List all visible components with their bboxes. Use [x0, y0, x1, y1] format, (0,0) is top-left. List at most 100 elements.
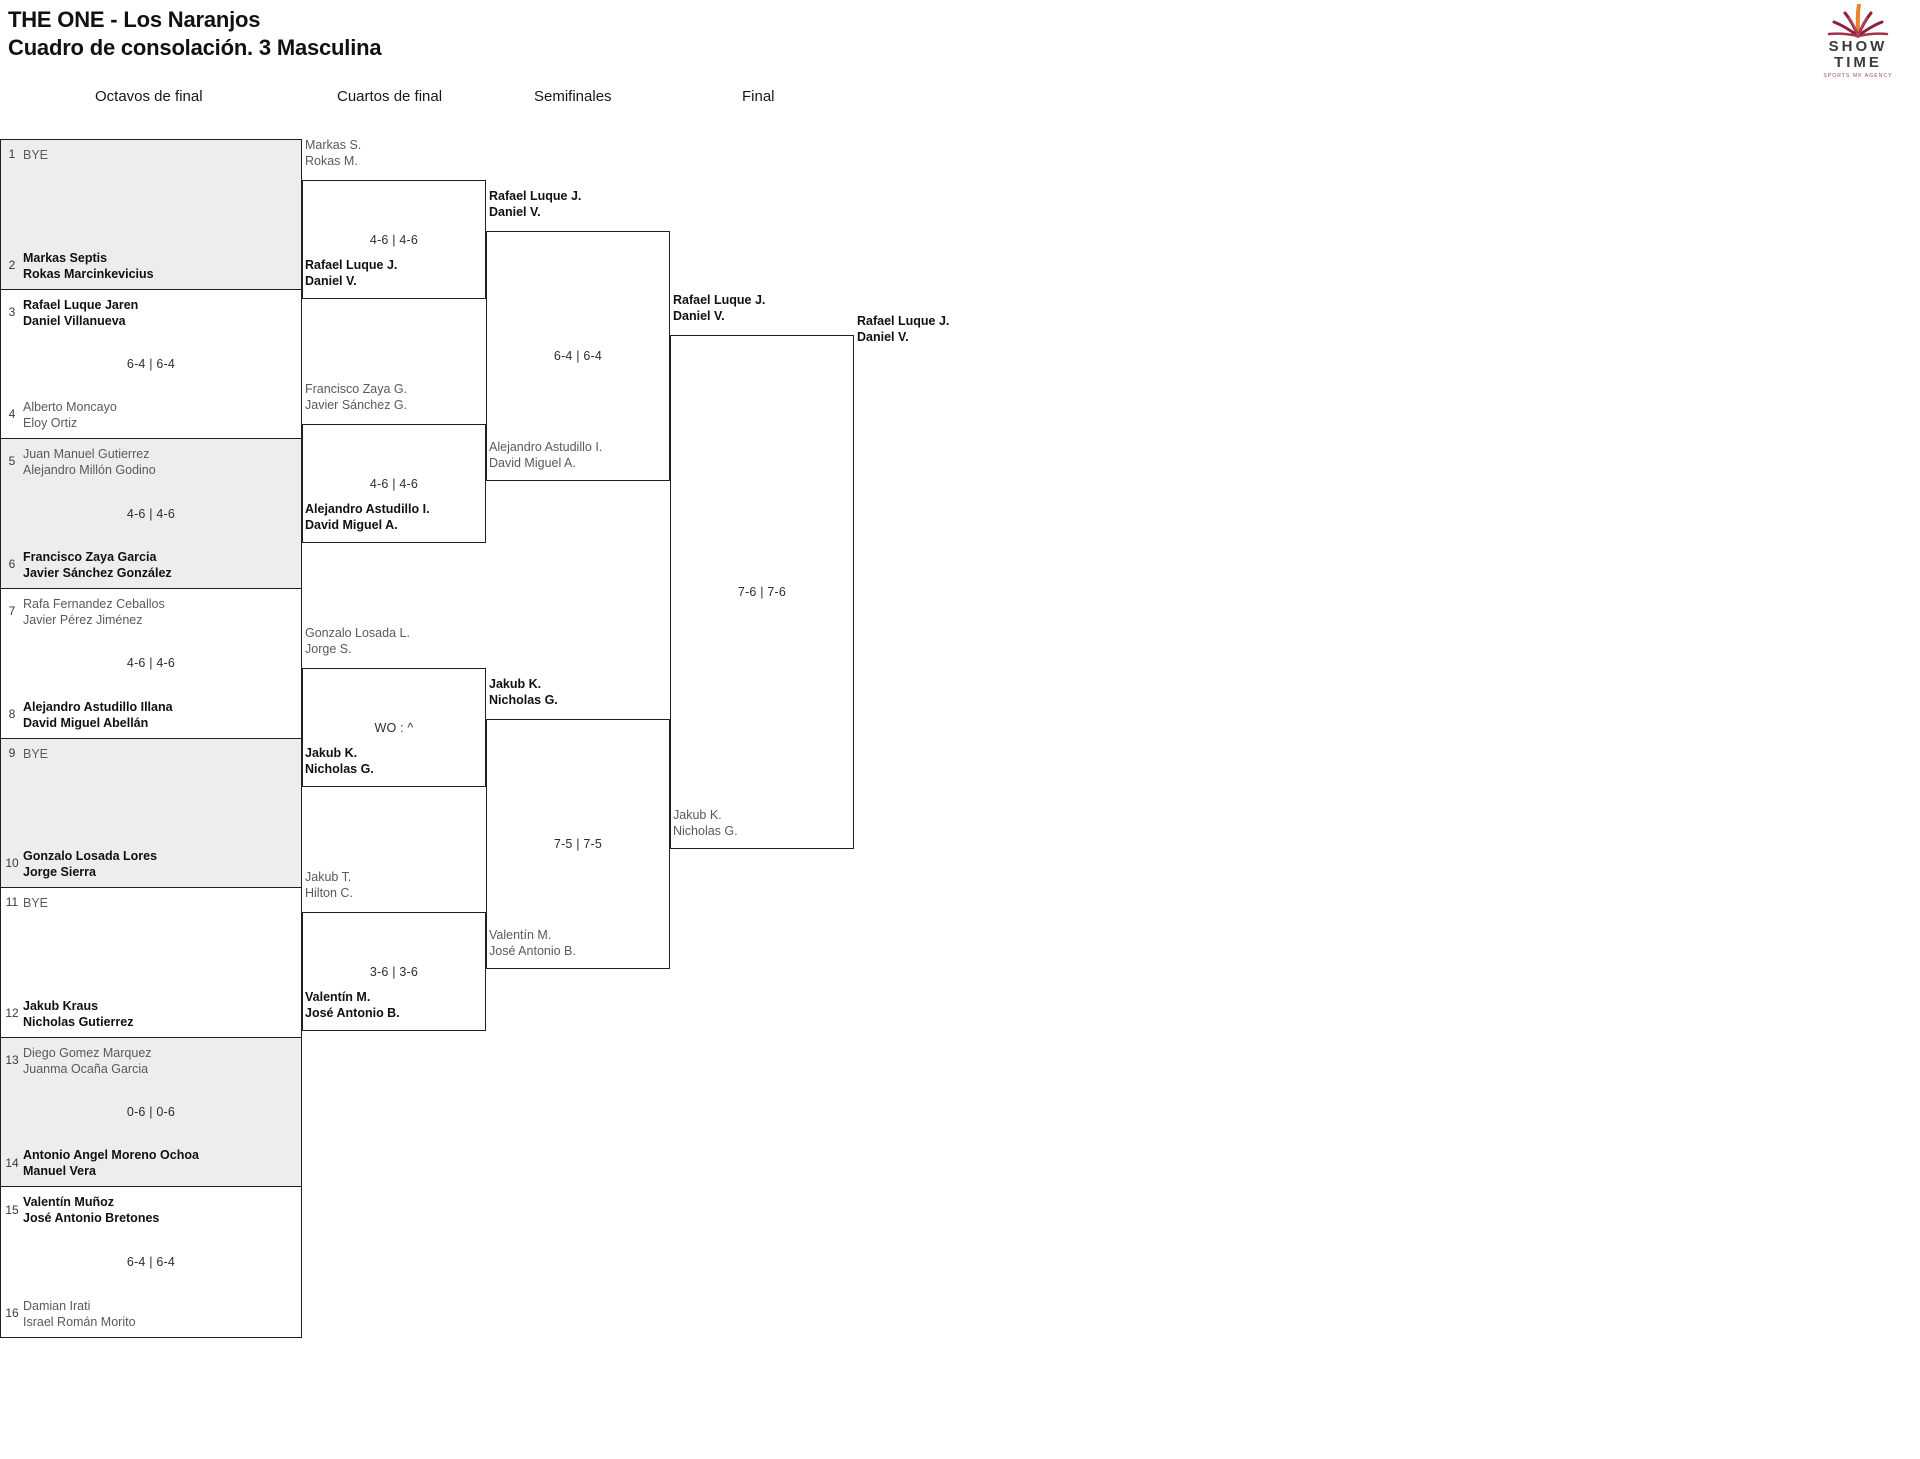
match-score: 6-4 | 6-4 [553, 349, 603, 363]
player-name: Jakub K. [673, 808, 722, 822]
round2-match-2-top-team[interactable]: Francisco Zaya G.Javier Sánchez G. [305, 381, 407, 413]
player-name: Alejandro Millón Godino [23, 463, 156, 478]
player-name: Manuel Vera [23, 1164, 96, 1179]
player-name: Markas Septis [23, 250, 108, 265]
player-name: Javier Pérez Jiménez [23, 612, 143, 627]
showtime-logo: SHOW TIME SPORTS MK AGENCY [1810, 4, 1906, 79]
player-name: José Antonio Bretones [23, 1211, 160, 1226]
player-name: Alejandro Astudillo Illana [23, 699, 173, 714]
match-score: 7-6 | 7-6 [737, 585, 787, 599]
player-name: Jakub T. [305, 870, 352, 884]
player-name: José Antonio B. [305, 1006, 400, 1020]
player-name: Gonzalo Losada L. [305, 626, 410, 640]
round2-match-4-top-team[interactable]: Jakub T.Hilton C. [305, 869, 353, 901]
round2-match-1-top-team[interactable]: Markas S.Rokas M. [305, 137, 361, 169]
round3-match-1-connector[interactable]: 6-4 | 6-4 [486, 231, 670, 481]
round2-match-4-connector[interactable]: 3-6 | 3-6 [302, 912, 486, 1031]
round2-match-3-top-team[interactable]: Gonzalo Losada L. Jorge S. [305, 625, 410, 657]
bye-label: BYE [23, 895, 48, 911]
round3-match-1-top-team[interactable]: Rafael Luque J.Daniel V. [489, 188, 581, 220]
round2-match-2-bottom-team[interactable]: Alejandro Astudillo I. David Miguel A. [305, 501, 430, 533]
player-name: Francisco Zaya G. [305, 382, 408, 396]
player-name: Rafael Luque J. [673, 293, 766, 307]
round3-match-2-connector[interactable]: 7-5 | 7-5 [486, 719, 670, 969]
player-name: Rafa Fernandez Ceballos [23, 596, 165, 611]
round2-match-1-connector[interactable]: 4-6 | 4-6 [302, 180, 486, 299]
round4-match-1-connector[interactable]: 7-6 | 7-6 [670, 335, 854, 849]
match-score: 0-6 | 0-6 [126, 1105, 176, 1120]
round2-match-3-connector[interactable]: WO : ^ [302, 668, 486, 787]
round3-match-2-bottom-team[interactable]: Valentín M.José Antonio B. [489, 927, 576, 959]
round4-match-1-bottom-team[interactable]: Jakub K.Nicholas G. [673, 807, 738, 839]
round3-match-1-bottom-team[interactable]: Alejandro Astudillo I.David Miguel A. [489, 439, 602, 471]
player-name: Alejandro Astudillo I. [305, 502, 430, 516]
champion-team[interactable]: Rafael Luque J.Daniel V. [857, 313, 949, 345]
round2-match-3-bottom-team[interactable]: Jakub K.Nicholas G. [305, 745, 374, 777]
player-name: Valentín Muñoz [23, 1195, 114, 1210]
seed-number: 2 [8, 257, 16, 272]
round3-match-2-top-team[interactable]: Jakub K.Nicholas G. [489, 676, 558, 708]
player-name: Diego Gomez Marquez [23, 1045, 152, 1060]
seed-number: 12 [5, 1005, 19, 1020]
player-name: Valentín M. [305, 990, 371, 1004]
match-score: 4-6 | 4-6 [369, 232, 419, 247]
seed-number: 5 [8, 454, 16, 469]
player-name: Jakub Kraus [23, 998, 99, 1013]
seed-number: 14 [5, 1155, 19, 1170]
round2-match-4-bottom-team[interactable]: Valentín M. José Antonio B. [305, 989, 400, 1021]
round2-match-1-bottom-team[interactable]: Rafael Luque J.Daniel V. [305, 257, 397, 289]
player-name: Rokas M. [305, 154, 358, 168]
player-name: David Miguel Abellán [23, 715, 149, 730]
player-name: Rafael Luque Jaren [23, 297, 139, 312]
player-name: Daniel V. [857, 330, 909, 344]
player-name: Rokas Marcinkevicius [23, 266, 154, 281]
player-name: BYE [23, 746, 49, 761]
match-score: 4-6 | 4-6 [126, 656, 176, 671]
player-name: Nicholas G. [489, 693, 558, 707]
player-name: David Miguel A. [489, 456, 576, 470]
round4-match-1-top-team[interactable]: Rafael Luque J.Daniel V. [673, 292, 765, 324]
player-name: David Miguel A. [305, 518, 398, 532]
match-score: 3-6 | 3-6 [369, 964, 419, 979]
player-name: Eloy Ortiz [23, 416, 78, 431]
player-name: Nicholas G. [305, 762, 374, 776]
round2-match-2-connector[interactable]: 4-6 | 4-6 [302, 424, 486, 543]
player-name: Daniel Villanueva [23, 313, 126, 328]
seed-number: 16 [5, 1306, 19, 1321]
player-name: Jorge S. [305, 642, 352, 656]
player-name: Javier Sánchez González [23, 565, 172, 580]
